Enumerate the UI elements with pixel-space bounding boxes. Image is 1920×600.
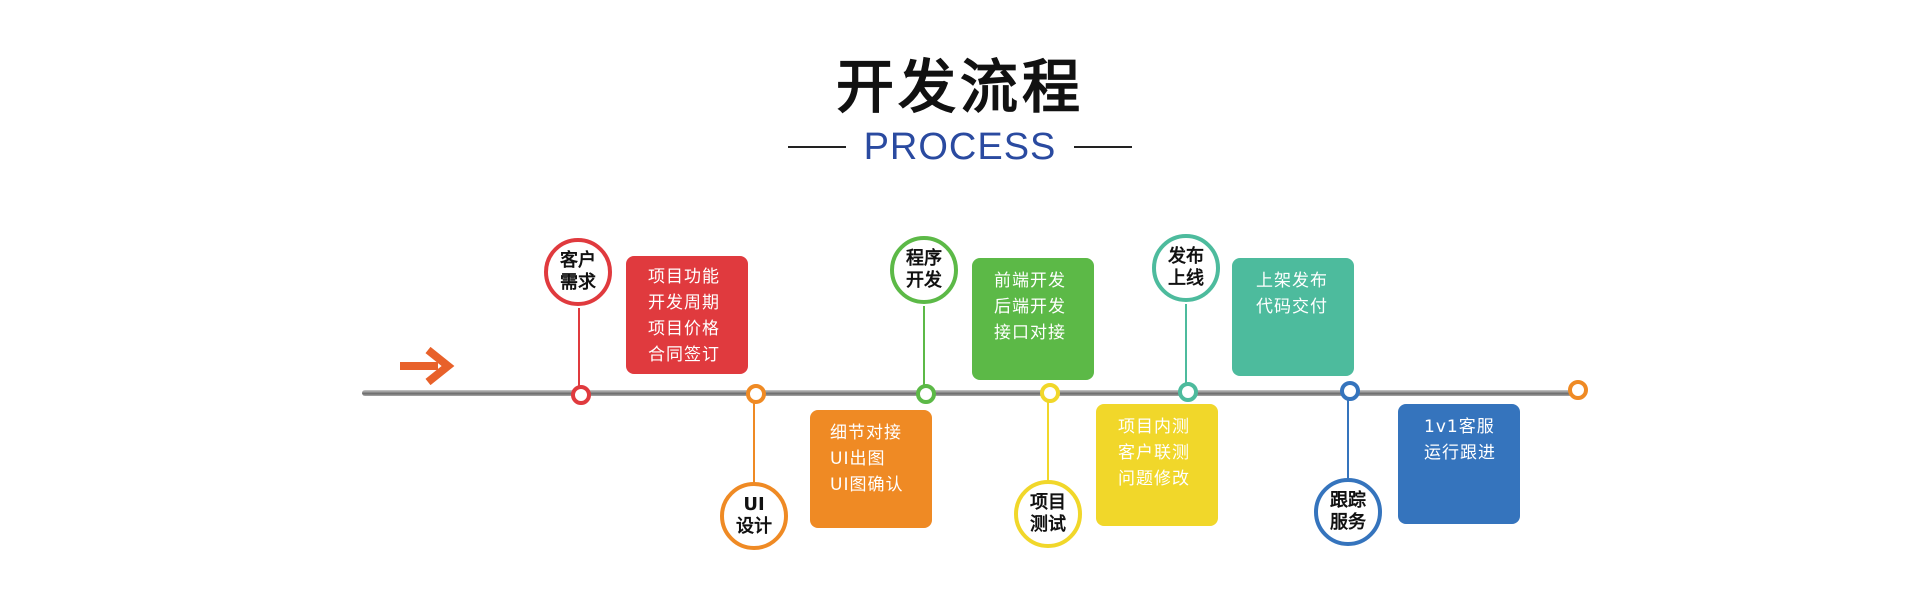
step-4-card: 项目内测 客户联测 问题修改	[1096, 404, 1218, 526]
timeline-node-step-2	[746, 384, 766, 404]
step-2-label-line2: 设计	[736, 516, 772, 537]
step-4-circle: 项目 测试	[1014, 480, 1082, 548]
step-2-card: 细节对接 UI出图 UI图确认	[810, 410, 932, 528]
step-4-label-line2: 测试	[1030, 514, 1066, 535]
step-3-circle: 程序 开发	[890, 236, 958, 304]
step-1-item: 项目价格	[648, 319, 720, 339]
subtitle-row: PROCESS	[0, 122, 1920, 172]
timeline-track	[362, 390, 1584, 396]
subtitle-left-rule	[787, 146, 846, 148]
step-5-item: 代码交付	[1256, 297, 1328, 317]
step-4-label-line1: 项目	[1030, 492, 1066, 513]
step-6-circle: 跟踪 服务	[1314, 478, 1382, 546]
stem-step-4	[1047, 399, 1049, 481]
step-2-label-line1: UI	[743, 494, 765, 515]
arrow-right-icon	[400, 346, 455, 386]
step-4-item: 项目内测	[1118, 417, 1190, 437]
step-6-card: 1v1客服 运行跟进	[1398, 404, 1520, 524]
step-4-item: 问题修改	[1118, 469, 1190, 489]
step-2-item: 细节对接	[830, 423, 902, 443]
step-1-item: 合同签订	[648, 345, 720, 365]
step-5-item: 上架发布	[1256, 271, 1328, 291]
step-1-label-line1: 客户	[560, 250, 596, 271]
step-6-label-line1: 跟踪	[1330, 490, 1366, 511]
stem-step-1	[578, 308, 580, 388]
step-5-label-line1: 发布	[1168, 246, 1204, 267]
timeline-node-step-3	[916, 384, 936, 404]
timeline-node-step-5	[1178, 382, 1198, 402]
step-6-label-line2: 服务	[1330, 512, 1366, 533]
step-3-item: 后端开发	[994, 297, 1066, 317]
step-1-card: 项目功能 开发周期 项目价格 合同签订	[626, 256, 748, 374]
step-4-item: 客户联测	[1118, 443, 1190, 463]
step-6-item: 运行跟进	[1424, 443, 1496, 463]
stem-step-6	[1347, 397, 1349, 479]
step-3-label-line2: 开发	[906, 270, 942, 291]
stem-step-3	[923, 306, 925, 386]
stem-step-5	[1185, 304, 1187, 384]
timeline-node-step-1	[571, 385, 591, 405]
step-3-label-line1: 程序	[906, 248, 942, 269]
timeline-node-step-4	[1040, 383, 1060, 403]
timeline-node-step-6	[1340, 381, 1360, 401]
step-1-item: 开发周期	[648, 293, 720, 313]
step-5-card: 上架发布 代码交付	[1232, 258, 1354, 376]
step-1-item: 项目功能	[648, 267, 720, 287]
step-1-label-line2: 需求	[560, 272, 596, 293]
subtitle-right-rule	[1074, 146, 1133, 148]
step-3-item: 前端开发	[994, 271, 1066, 291]
step-2-item: UI图确认	[830, 475, 904, 495]
step-5-circle: 发布 上线	[1152, 234, 1220, 302]
step-2-circle: UI 设计	[720, 482, 788, 550]
page-subtitle: PROCESS	[863, 125, 1057, 168]
step-6-item: 1v1客服	[1424, 417, 1495, 437]
timeline-end-node	[1568, 380, 1588, 400]
step-3-card: 前端开发 后端开发 接口对接	[972, 258, 1094, 380]
step-2-item: UI出图	[830, 449, 886, 469]
stem-step-2	[753, 400, 755, 484]
step-5-label-line2: 上线	[1168, 268, 1204, 289]
step-1-circle: 客户 需求	[544, 238, 612, 306]
page-title: 开发流程	[835, 53, 1084, 121]
step-3-item: 接口对接	[994, 323, 1066, 343]
